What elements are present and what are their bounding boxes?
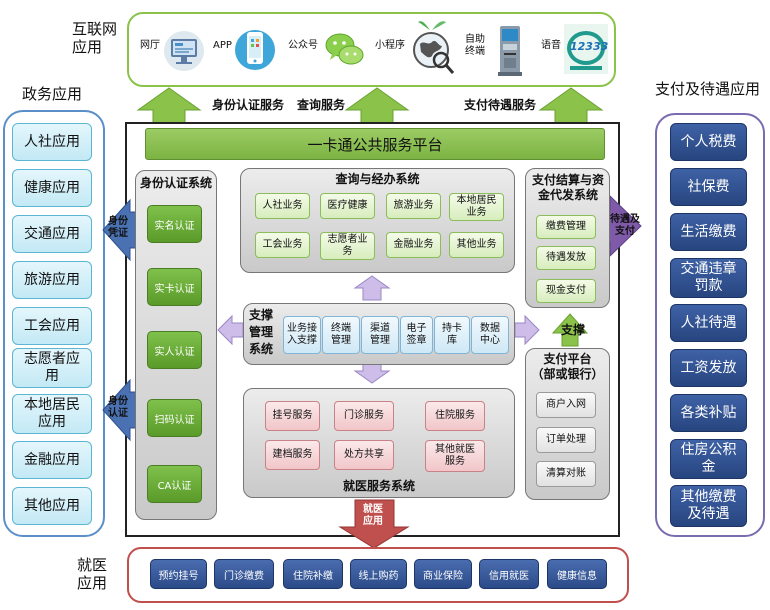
payment-fee-mgmt[interactable]: 缴费管理 xyxy=(536,215,596,239)
arrow-label-payment-service: 支付待遇服务 xyxy=(464,98,537,112)
payment-system-title: 支付结算与资金代发系统 xyxy=(531,173,604,202)
auth-real-person[interactable]: 实人认证 xyxy=(147,331,202,369)
channel-label-mini-program: 小程序 xyxy=(375,40,405,51)
channel-label-app: APP xyxy=(213,40,232,51)
medical-app-appointment[interactable]: 预约挂号 xyxy=(150,559,207,589)
self-service-kiosk-icon[interactable] xyxy=(492,22,528,78)
auth-real-card[interactable]: 实卡认证 xyxy=(147,268,202,306)
gov-app-hr-social[interactable]: 人社应用 xyxy=(12,123,92,161)
pay-app-traffic-fines[interactable]: 交通违章罚款 xyxy=(670,258,747,298)
pay-app-other[interactable]: 其他缴费及待遇 xyxy=(670,485,747,527)
platform-title-bar: 一卡通公共服务平台 xyxy=(145,128,605,160)
support-e-signature[interactable]: 电子签章 xyxy=(400,316,433,354)
hotline-number: 12333 xyxy=(570,40,609,53)
arrow-label-benefit-payment: 待遇及 支付 xyxy=(610,214,640,237)
support-terminal-mgmt[interactable]: 终端管理 xyxy=(322,316,360,354)
medical-app-commercial-insurance[interactable]: 商业保险 xyxy=(414,559,472,589)
channel-label-voice: 语音 xyxy=(541,40,561,51)
pay-app-salary[interactable]: 工资发放 xyxy=(670,349,747,387)
medical-inpatient[interactable]: 住院服务 xyxy=(425,401,485,431)
channel-label-official-account: 公众号 xyxy=(288,40,318,51)
gov-app-finance[interactable]: 金融应用 xyxy=(12,441,92,479)
query-medical-health[interactable]: 医疗健康 xyxy=(320,193,375,219)
support-business-access[interactable]: 业务接入支撑 xyxy=(283,316,321,354)
medical-other-services[interactable]: 其他就医服务 xyxy=(425,440,485,472)
pay-app-personal-tax[interactable]: 个人税费 xyxy=(670,123,747,161)
query-local-resident[interactable]: 本地居民业务 xyxy=(449,193,504,221)
support-cardholder-db[interactable]: 持卡库 xyxy=(434,316,470,354)
medical-record-creation[interactable]: 建档服务 xyxy=(265,440,320,470)
query-tourism-business[interactable]: 旅游业务 xyxy=(386,193,441,219)
internet-apps-frame xyxy=(127,12,616,87)
arrow-label-support: 支撑 xyxy=(561,323,586,337)
arrow-label-query-service: 查询服务 xyxy=(297,98,346,112)
support-system-title: 支撑 管理 系统 xyxy=(248,308,273,356)
arrow-label-medical-apps: 就医 应用 xyxy=(363,504,383,527)
gov-app-union[interactable]: 工会应用 xyxy=(12,307,92,345)
medical-apps-frame xyxy=(127,547,629,603)
medical-apps-title: 就医 应用 xyxy=(77,556,108,592)
medical-app-credit-care[interactable]: 信用就医 xyxy=(479,559,539,589)
mini-program-globe-icon[interactable] xyxy=(408,16,458,78)
payment-benefit-issue[interactable]: 待遇发放 xyxy=(536,246,596,270)
gov-app-transport[interactable]: 交通应用 xyxy=(12,215,92,253)
gov-app-other[interactable]: 其他应用 xyxy=(12,487,92,525)
wechat-icon[interactable] xyxy=(322,26,368,74)
medical-outpatient[interactable]: 门诊服务 xyxy=(334,401,394,431)
channel-label-web-hall: 网厅 xyxy=(140,40,160,51)
mobile-app-icon[interactable] xyxy=(234,22,276,78)
web-hall-screen-icon[interactable] xyxy=(163,24,205,78)
internet-apps-title: 互联网 应用 xyxy=(72,20,118,56)
payment-cash[interactable]: 现金支付 xyxy=(536,279,596,303)
platform-title: 一卡通公共服务平台 xyxy=(307,135,443,154)
pay-app-subsidies[interactable]: 各类补贴 xyxy=(670,394,747,432)
query-union-business[interactable]: 工会业务 xyxy=(255,232,310,258)
query-hr-business[interactable]: 人社业务 xyxy=(255,193,310,219)
auth-ca[interactable]: CA认证 xyxy=(147,465,202,503)
arrow-label-identity-service: 身份认证服务 xyxy=(212,98,285,112)
gov-app-health[interactable]: 健康应用 xyxy=(12,169,92,207)
support-channel-mgmt[interactable]: 渠道管理 xyxy=(361,316,399,354)
query-volunteer-business[interactable]: 志愿者业务 xyxy=(320,232,375,260)
medical-prescription-share[interactable]: 处方共享 xyxy=(334,440,394,470)
medical-app-online-pharmacy[interactable]: 线上购药 xyxy=(350,559,407,589)
platform-clearing-reconciliation[interactable]: 清算对账 xyxy=(536,461,596,487)
identity-system-title: 身份认证系统 xyxy=(139,176,212,190)
platform-order-processing[interactable]: 订单处理 xyxy=(536,427,596,453)
query-other-business[interactable]: 其他业务 xyxy=(449,232,504,258)
auth-real-name[interactable]: 实名认证 xyxy=(147,205,202,243)
payment-platform-title: 支付平台 （部或银行） xyxy=(531,352,604,381)
gov-app-local-resident[interactable]: 本地居民应用 xyxy=(12,394,92,434)
arrow-label-identity-credential: 身份 凭证 xyxy=(108,216,128,239)
medical-app-inpatient-topup[interactable]: 住院补缴 xyxy=(283,559,343,589)
support-data-center[interactable]: 数据中心 xyxy=(471,316,509,354)
pay-app-hr-benefits[interactable]: 人社待遇 xyxy=(670,304,747,342)
medical-system-title: 就医服务系统 xyxy=(342,479,415,493)
gov-apps-title: 政务应用 xyxy=(22,85,83,103)
medical-registration[interactable]: 挂号服务 xyxy=(265,401,320,431)
channel-label-kiosk: 自助 终端 xyxy=(465,34,485,57)
platform-merchant-onboarding[interactable]: 商户入网 xyxy=(536,392,596,418)
pay-app-housing-fund[interactable]: 住房公积金 xyxy=(670,439,747,479)
query-system-title: 查询与经办系统 xyxy=(335,172,420,186)
medical-app-outpatient-pay[interactable]: 门诊缴费 xyxy=(214,559,274,589)
arrow-label-identity-auth: 身份 认证 xyxy=(108,396,128,419)
gov-app-volunteer[interactable]: 志愿者应用 xyxy=(12,348,92,388)
gov-app-tourism[interactable]: 旅游应用 xyxy=(12,261,92,299)
hotline-12333-icon[interactable]: 12333 xyxy=(562,22,610,76)
pay-app-living-fees[interactable]: 生活缴费 xyxy=(670,213,747,251)
query-finance-business[interactable]: 金融业务 xyxy=(386,232,441,258)
pay-app-social-insurance[interactable]: 社保费 xyxy=(670,168,747,206)
medical-app-health-info[interactable]: 健康信息 xyxy=(547,559,607,589)
auth-scan-code[interactable]: 扫码认证 xyxy=(147,399,202,437)
payment-apps-title: 支付及待遇应用 xyxy=(655,80,761,98)
